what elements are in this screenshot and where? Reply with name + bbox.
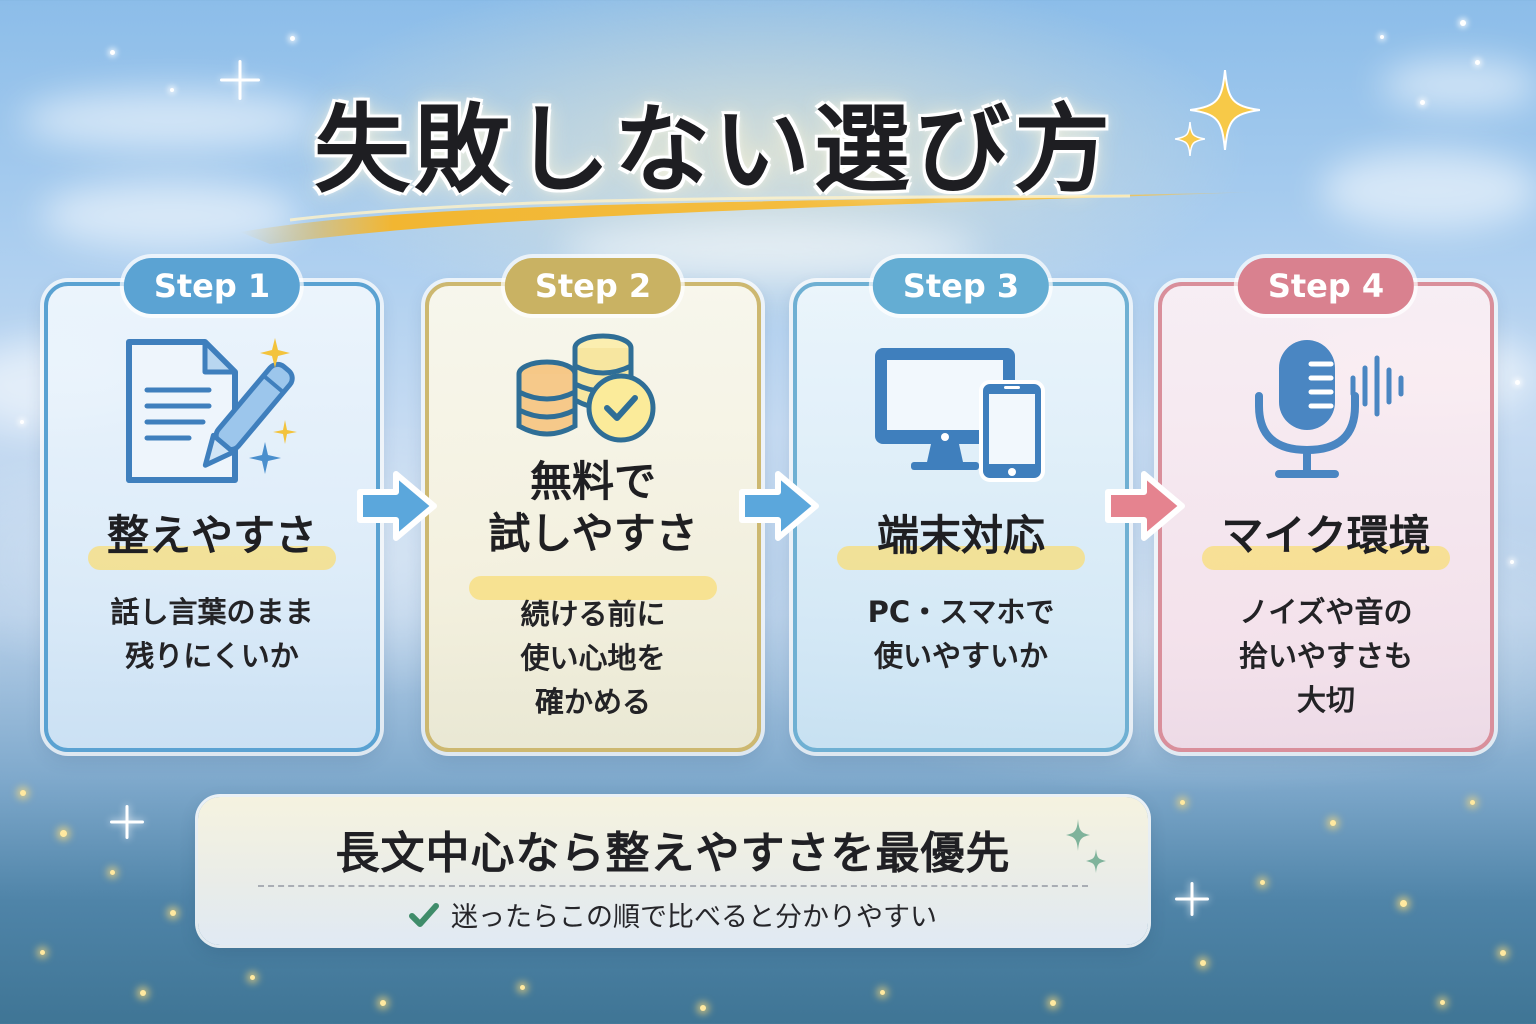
gold-swoosh-decoration <box>240 192 1260 244</box>
step-heading: マイク環境 <box>1221 511 1431 560</box>
arrow-right-icon <box>739 471 819 541</box>
step-card-1: Step 1 整えやすさ 話し言葉のまま 残りにくいか <box>44 258 380 752</box>
step-heading: 端末対応 <box>876 511 1045 560</box>
gold-sparkle-icon <box>1175 122 1205 156</box>
sparkle-icon <box>220 60 260 100</box>
page-title: 失敗しない選び方 <box>314 94 1114 206</box>
gold-sparkle-icon <box>1190 70 1260 150</box>
summary-box: 長文中心なら整えやすさを最優先 迷ったらこの順で比べると分かりやすい <box>198 797 1148 945</box>
sparkle-icon <box>110 805 144 839</box>
step-heading: 無料で 試しやすさ <box>488 457 698 558</box>
heading-highlight <box>88 546 336 570</box>
coins-check-icon <box>516 333 656 443</box>
step-badge: Step 1 <box>123 258 301 314</box>
document-pen-sparkle-icon <box>126 338 297 483</box>
heading-highlight <box>837 546 1085 570</box>
summary-tip: 迷ったらこの順で比べると分かりやすい <box>198 895 1148 934</box>
step-description: ノイズや音の 拾いやすさも 大切 <box>1238 595 1413 717</box>
heading-highlight <box>1202 546 1450 570</box>
step-heading: 整えやすさ <box>106 511 317 560</box>
step-card-3: Step 3 端末対応 PC・スマホで 使いやすいか <box>793 258 1129 752</box>
dashed-divider <box>258 885 1088 887</box>
step-card-4: Step 4 マイク環境 ノイズや音の 拾いやすさも 大切 <box>1158 258 1494 752</box>
summary-headline: 長文中心なら整えやすさを最優先 <box>335 828 1011 879</box>
step-card-2: Step 2 無料で 試しやすさ 続ける前に 使い心地を 確かめる <box>425 258 761 752</box>
step-description: PC・スマホで 使いやすいか <box>867 595 1055 673</box>
check-icon <box>409 902 439 927</box>
microphone-soundwave-icon <box>1255 340 1404 478</box>
title-banner: 失敗しない選び方 <box>240 60 1260 244</box>
step-description: 話し言葉のまま 残りにくいか <box>110 595 314 673</box>
sparkle-icon <box>1175 882 1209 916</box>
arrow-right-icon <box>1105 471 1185 541</box>
step-badge: Step 2 <box>504 258 682 314</box>
heading-highlight <box>469 576 717 600</box>
step-badge: Step 3 <box>872 258 1050 314</box>
desktop-smartphone-icon <box>875 348 1045 482</box>
green-sparkle-icon <box>1066 819 1106 873</box>
step-description: 続ける前に 使い心地を 確かめる <box>520 597 666 719</box>
step-badge: Step 4 <box>1237 258 1415 314</box>
arrow-right-icon <box>357 471 437 541</box>
